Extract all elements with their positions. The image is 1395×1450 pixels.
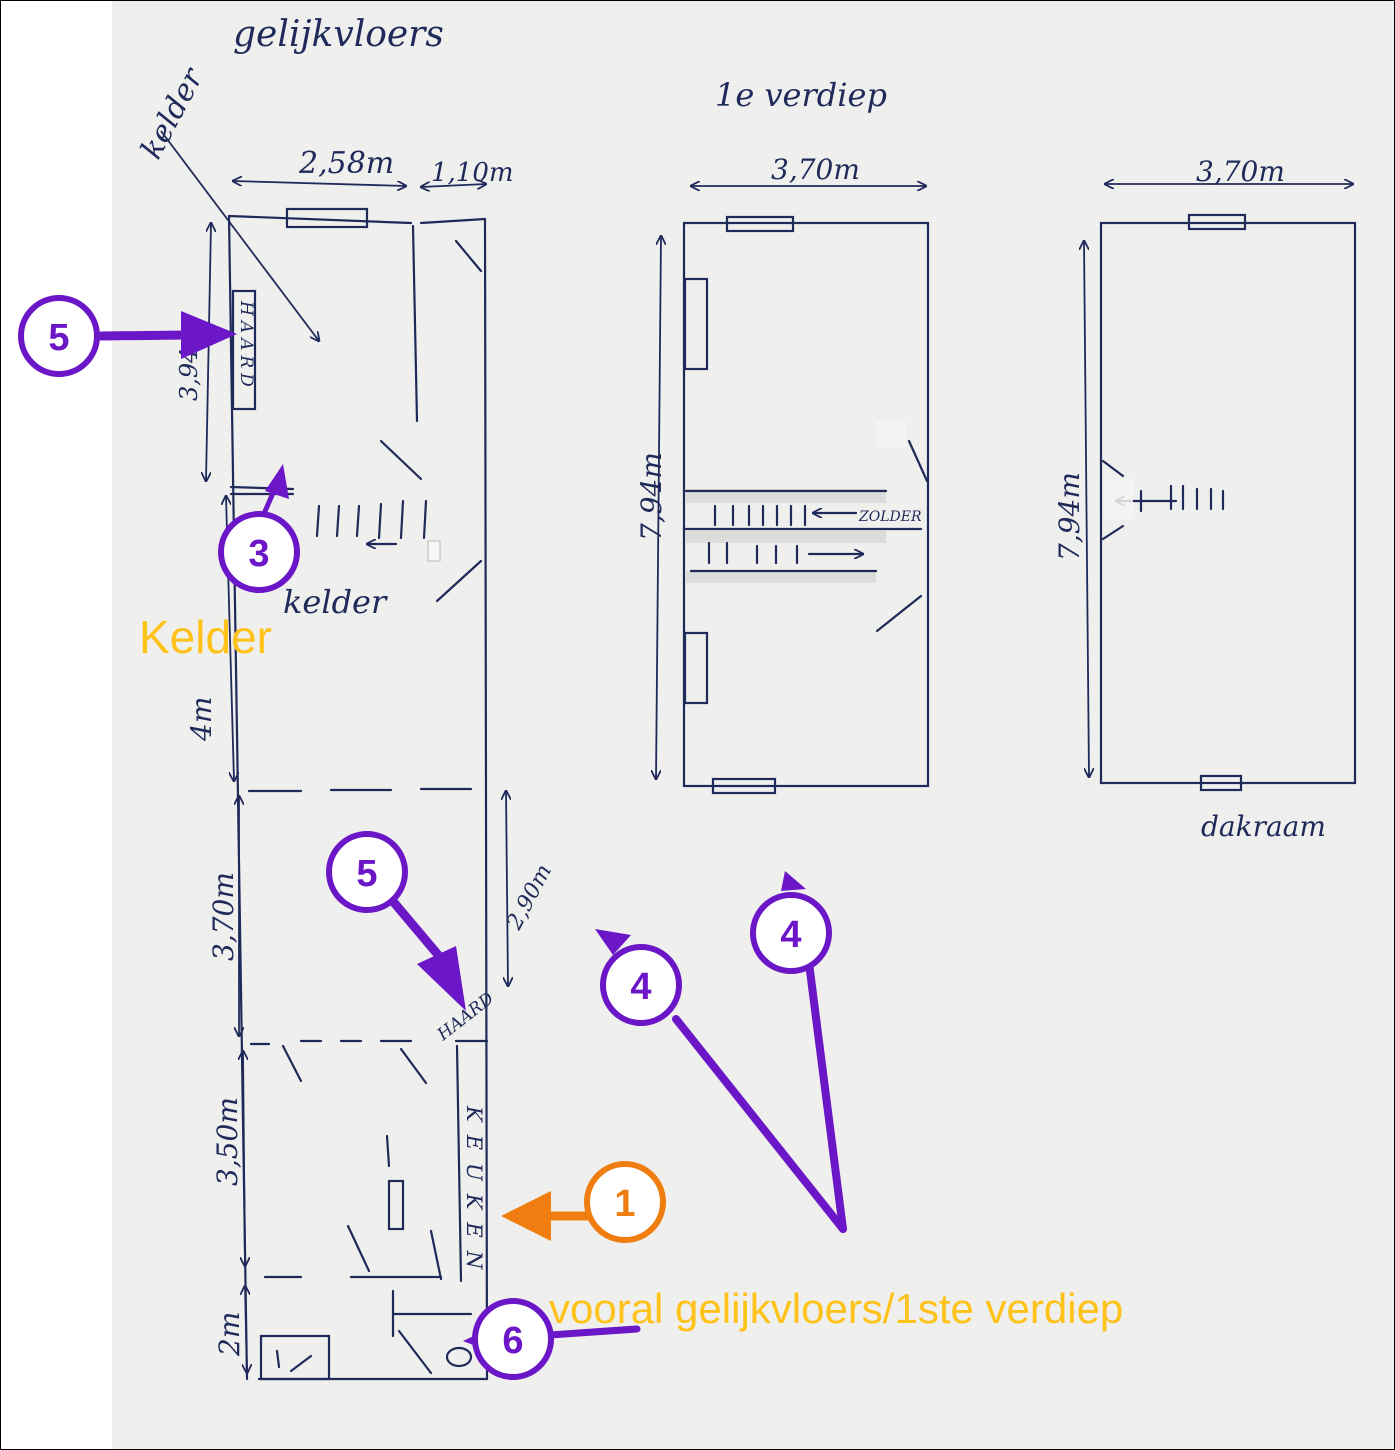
badge-4-right: 4 [750, 892, 832, 974]
haard-top-label: HAARD [236, 300, 256, 392]
second-floor-height-dim: 7,94m [1053, 472, 1086, 561]
ground-dim-mid: 4m [185, 697, 218, 742]
annotation-arrows [96, 311, 847, 1356]
roof-window-label: dakraam [1201, 810, 1326, 843]
ground-width-dim: 2,58m [298, 146, 394, 181]
kelder-annotation: Kelder [139, 611, 272, 663]
badge-3-stairs-label: 3 [248, 533, 269, 575]
badge-6-toilet-label: 6 [502, 1320, 523, 1362]
second-floor-plan [1099, 213, 1357, 792]
ground-floor-plan [227, 207, 489, 1381]
badge-1-kitchen-label: 1 [614, 1183, 635, 1225]
ground-dim-kitchen: 3,50m [211, 1097, 244, 1186]
second-floor-width-dim: 3,70m [1196, 155, 1285, 188]
haard-mid-label: HAARD [433, 988, 498, 1045]
first-floor-width-dim: 3,70m [771, 153, 860, 186]
ground-dim-lower: 3,70m [207, 872, 240, 961]
ground-floor-title: gelijkvloers [233, 14, 444, 55]
attic-label: ZOLDER [858, 509, 922, 525]
ground-dimensions [160, 130, 508, 1373]
ground-dim-right: 2,90m [502, 860, 557, 934]
badge-1-kitchen: 1 [584, 1161, 666, 1243]
kitchen-label: KEUKEN [462, 1105, 486, 1282]
second-floor-dimensions [1084, 184, 1353, 777]
badge-5-haard-mid-label: 5 [356, 853, 377, 895]
badge-5-haard-top: 5 [18, 295, 100, 377]
badge-4-left: 4 [600, 944, 682, 1026]
first-floor-dimensions [656, 186, 926, 779]
badge-4-left-label: 4 [630, 966, 651, 1008]
badge-6-toilet: 6 [472, 1298, 554, 1380]
first-floor-height-dim: 7,94m [635, 452, 668, 541]
first-floor-title: 1e verdiep [715, 76, 887, 114]
floorplan-photo [112, 1, 1394, 1449]
first-floor-plan [682, 215, 930, 795]
ground-width-dim-2: 1,10m [431, 158, 514, 188]
badge-5-haard-mid: 5 [326, 831, 408, 913]
ground-dim-bottom: 2m [213, 1312, 246, 1357]
badge-3-stairs: 3 [218, 511, 300, 593]
vooral-annotation: vooral gelijkvloers/1ste verdiep [549, 1285, 1123, 1332]
badge-5-haard-top-label: 5 [48, 317, 69, 359]
badge-4-right-label: 4 [780, 914, 801, 956]
stairs-basement-label: kelder [283, 583, 388, 621]
basement-pointer-label: kelder [134, 61, 211, 164]
